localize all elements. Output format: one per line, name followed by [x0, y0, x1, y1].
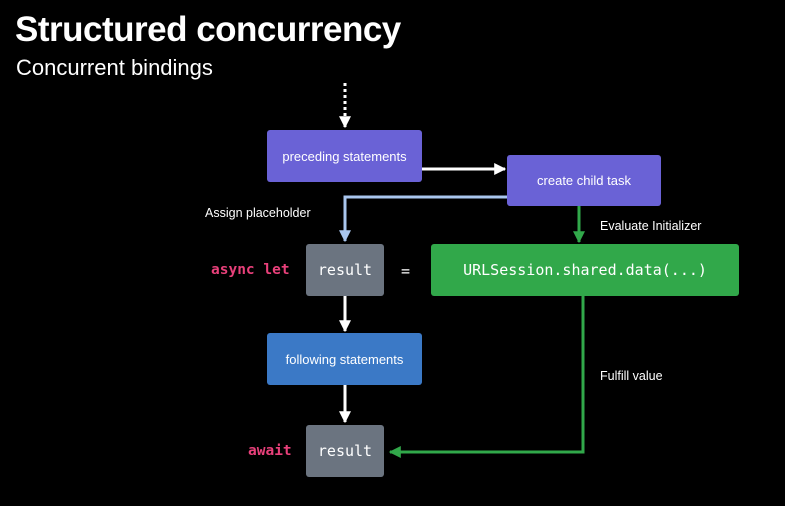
assign-placeholder-label: Assign placeholder [205, 206, 311, 220]
result-placeholder-box: result [306, 244, 384, 296]
async-let-keyword: async let [211, 262, 290, 278]
slide-subtitle: Concurrent bindings [16, 55, 213, 80]
fulfill-value-label: Fulfill value [600, 369, 663, 383]
initializer-box: URLSession.shared.data(...) [431, 244, 739, 296]
evaluate-initializer-label: Evaluate Initializer [600, 219, 702, 233]
await-keyword: await [248, 443, 292, 459]
equals-sign: = [401, 262, 411, 280]
following-statements-box: following statements [267, 333, 422, 385]
slide-title: Structured concurrency [15, 10, 401, 49]
create-child-task-box: create child task [507, 155, 661, 206]
preceding-statements-box: preceding statements [267, 130, 422, 182]
fulfill-value-arrow [388, 296, 585, 458]
awaited-result-box: result [306, 425, 384, 477]
assign-placeholder-arrow [339, 195, 507, 243]
